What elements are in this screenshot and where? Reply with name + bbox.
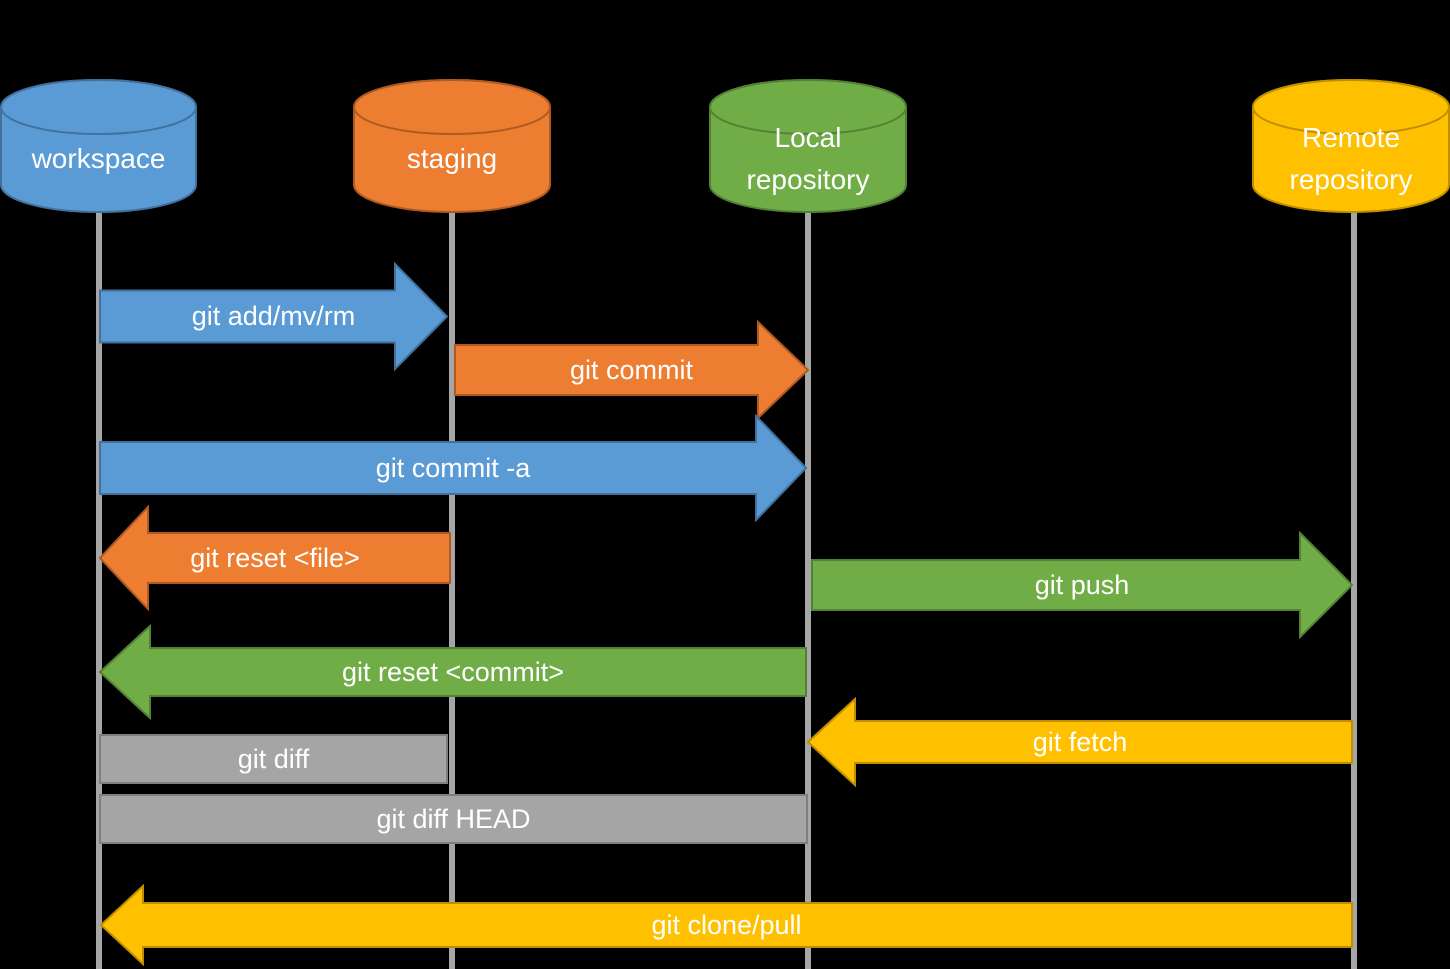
git-commit-a-label: git commit -a: [375, 452, 531, 483]
remote-repository-label: Remote repository: [1253, 110, 1449, 202]
git-push-label: git push: [1034, 569, 1130, 600]
arrow-git-commit: [454, 320, 810, 420]
workspace-label-line: workspace: [31, 143, 166, 174]
staging-label: staging: [354, 110, 550, 202]
git-reset-file-shape: [98, 505, 451, 611]
lifeline-staging: [449, 208, 455, 969]
remote-repository-label-line: repository: [1289, 164, 1413, 195]
arrow-git-reset-file: [98, 505, 451, 611]
staging-database-cylinder-icon: [353, 79, 551, 213]
lifeline-workspace: [96, 208, 102, 969]
git-fetch-shape: [806, 697, 1353, 787]
git-diff-head-label: git diff HEAD: [376, 803, 531, 834]
git-diff-label: git diff: [237, 743, 310, 774]
git-clone-pull-label: git clone/pull: [651, 909, 802, 940]
git-commit-a-shape: [99, 414, 808, 522]
workspace-database-cylinder-icon: [0, 79, 197, 213]
git-reset-commit-label: git reset <commit>: [341, 656, 565, 687]
git-commit-shape: [454, 320, 810, 420]
git-diff-shape: [99, 734, 448, 784]
arrow-git-reset-commit: [98, 624, 807, 720]
lifeline-local-repository: [805, 208, 811, 969]
git-reset-file-label: git reset <file>: [190, 542, 360, 573]
git-clone-pull-shape: [99, 884, 1353, 966]
arrow-git-fetch: [806, 697, 1353, 787]
arrow-git-push: [811, 531, 1354, 639]
arrow-git-commit-a: [99, 414, 808, 522]
git-add-mv-rm-shape: [99, 261, 449, 371]
local-repository-label-line: Local: [774, 122, 842, 153]
arrow-git-add-mv-rm: [99, 261, 449, 371]
local-repository-database-cylinder-icon: [709, 79, 907, 213]
arrow-git-diff-head: [99, 794, 808, 844]
lifeline-remote-repository: [1351, 208, 1357, 969]
git-fetch-label: git fetch: [1032, 726, 1128, 757]
workspace-label: workspace: [1, 110, 196, 202]
staging-label-line: staging: [406, 143, 498, 174]
git-commit-label: git commit: [569, 354, 694, 385]
local-repository-label: Local repository: [710, 110, 906, 202]
local-repository-label-line: repository: [746, 164, 870, 195]
git-reset-commit-shape: [98, 624, 807, 720]
arrow-git-clone-pull: [99, 884, 1353, 966]
git-push-shape: [811, 531, 1354, 639]
git-add-mv-rm-label: git add/mv/rm: [191, 300, 356, 331]
git-diff-head-shape: [99, 794, 808, 844]
remote-repository-database-cylinder-icon: [1252, 79, 1450, 213]
remote-repository-label-line: Remote: [1301, 122, 1401, 153]
arrow-git-diff: [99, 734, 448, 784]
